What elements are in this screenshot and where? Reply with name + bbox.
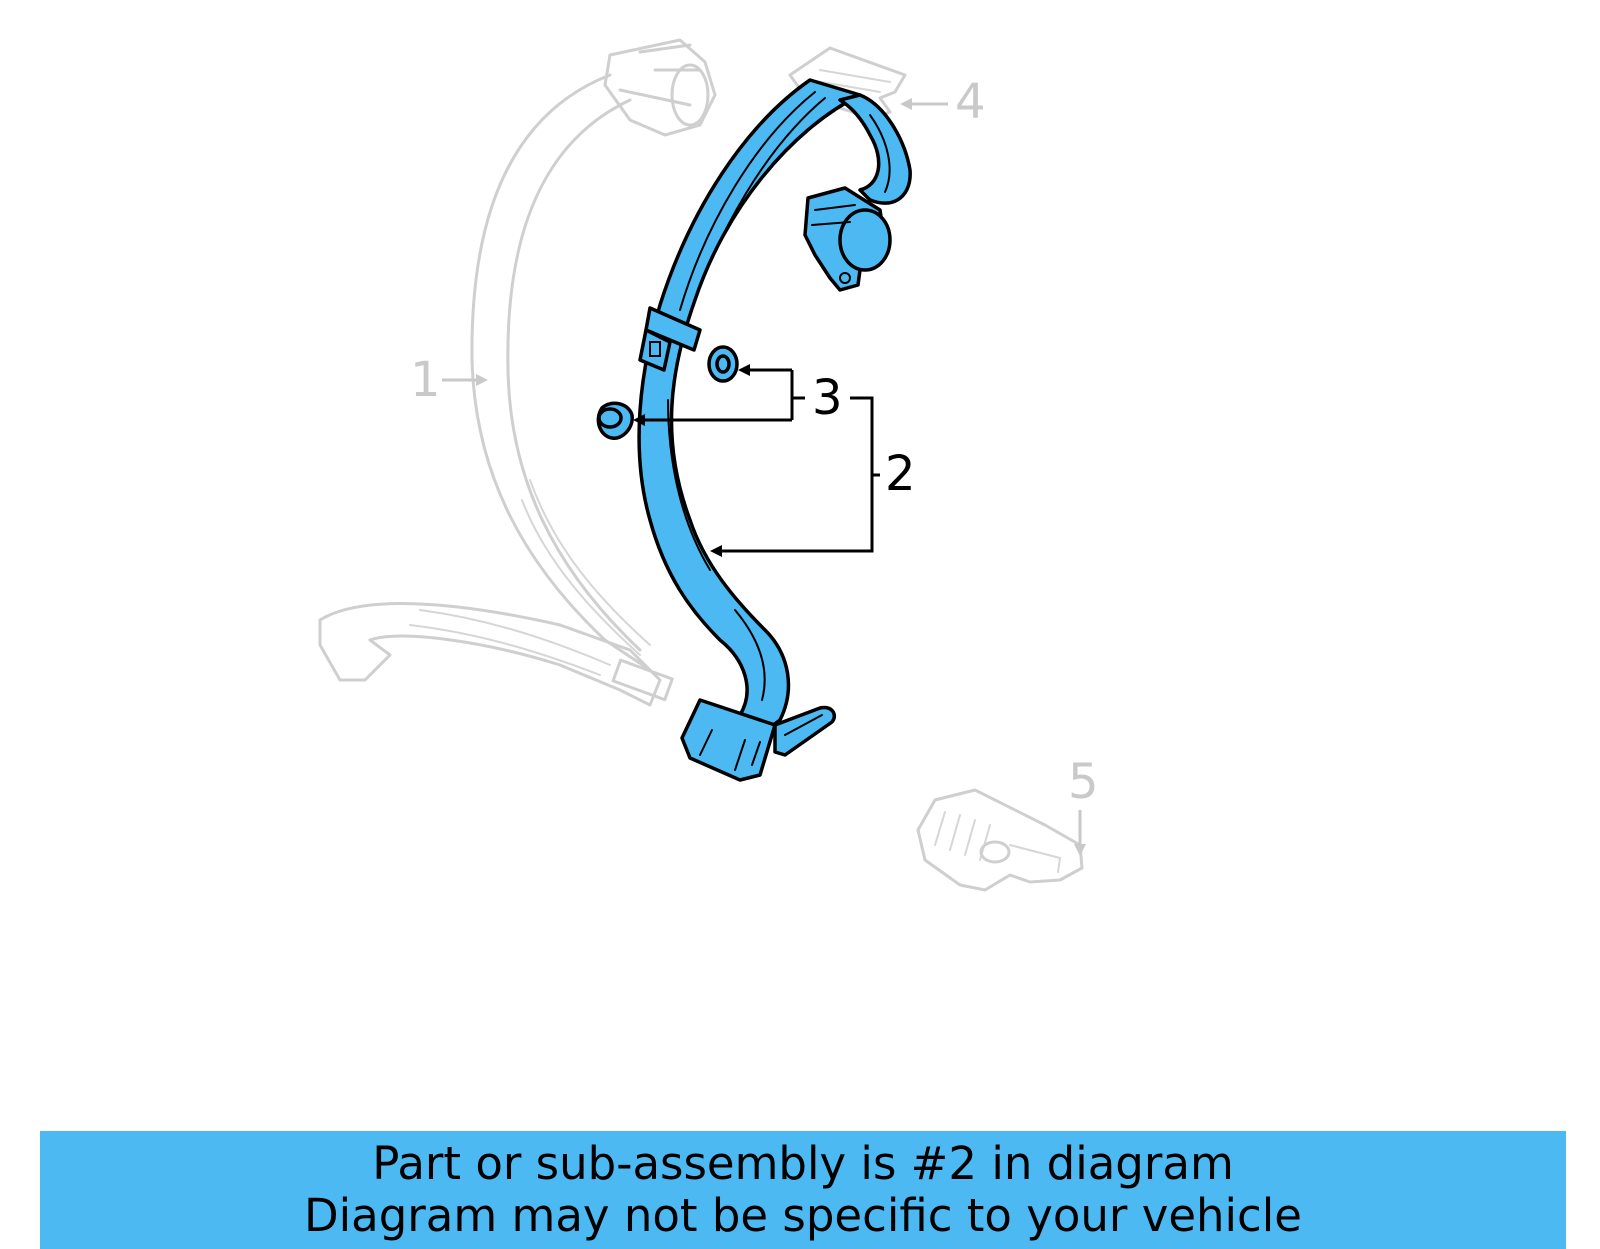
- part-3-fasteners[interactable]: [596, 345, 739, 440]
- callout-5: 5: [1068, 754, 1099, 810]
- leader-lines: [442, 98, 1086, 856]
- banner-line-disclaimer: Diagram may not be specific to your vehi…: [304, 1189, 1302, 1242]
- part-2-seat-belt-assembly[interactable]: [637, 78, 912, 782]
- callout-4: 4: [955, 74, 986, 130]
- callout-1: 1: [410, 352, 441, 408]
- info-banner: Part or sub-assembly is #2 in diagram Di…: [40, 1131, 1566, 1249]
- banner-line-part-info: Part or sub-assembly is #2 in diagram: [372, 1137, 1234, 1190]
- callout-3: 3: [812, 370, 843, 426]
- ghost-part-1-belt: [318, 38, 717, 707]
- ghost-part-5-buckle: [916, 788, 1084, 892]
- callout-2: 2: [885, 446, 916, 502]
